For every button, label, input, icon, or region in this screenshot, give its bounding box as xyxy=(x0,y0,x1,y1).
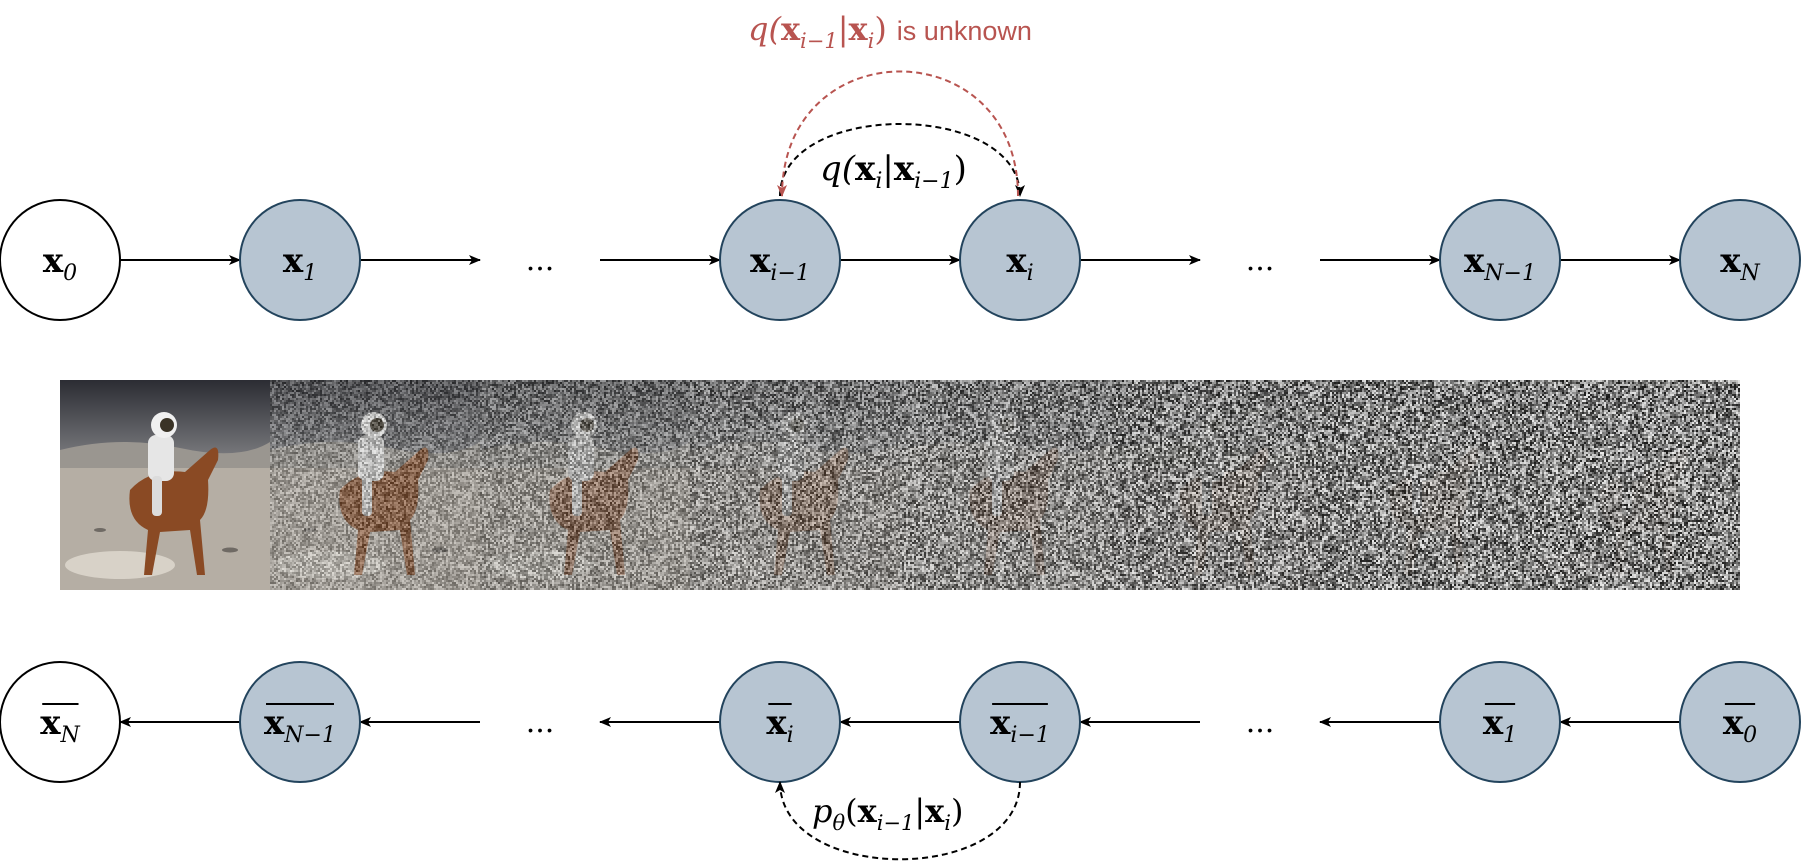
node-label: xN xyxy=(40,703,80,748)
node-label: xN−1 xyxy=(264,703,336,748)
forward_chain-node-fim1: xi−1 xyxy=(719,199,841,321)
node-label: x0 xyxy=(43,241,77,286)
forward_chain-node-fi: xi xyxy=(959,199,1081,321)
node-label: xi xyxy=(766,703,793,748)
unknown-posterior-label: q(xi−1|xi)is unknown xyxy=(748,10,1032,53)
ellipsis-label: ... xyxy=(1246,705,1275,740)
noised-image-step-4 xyxy=(900,380,1110,590)
node-label: x0 xyxy=(1723,703,1757,748)
noise-texture xyxy=(1320,380,1530,590)
node-circle xyxy=(719,199,841,321)
noised-image-step-7 xyxy=(1530,380,1740,590)
reverse_chain-node-rN: xN xyxy=(0,661,121,783)
reverse_chain-node-r0: x0 xyxy=(1679,661,1801,783)
reverse_chain-node-rim1: xi−1 xyxy=(959,661,1081,783)
forward_chain-node-fdots2: ... xyxy=(1246,243,1275,278)
noise-texture xyxy=(1530,380,1740,590)
forward_chain-node-fNm1: xN−1 xyxy=(1439,199,1561,321)
node-circle xyxy=(1679,661,1801,783)
forward_chain-node-f0: x0 xyxy=(0,199,121,321)
forward-kernel-arc xyxy=(779,123,1025,197)
node-circle xyxy=(1439,199,1561,321)
forward-chain: x0 x1... xi−1 xi... xN−1 xN xyxy=(0,199,1801,321)
noised-image-step-6 xyxy=(1320,380,1530,590)
node-circle xyxy=(1679,199,1801,321)
node-label: xN xyxy=(1720,241,1760,286)
noise-texture xyxy=(480,380,690,590)
noised-image-step-0 xyxy=(60,380,270,590)
node-circle xyxy=(0,199,121,321)
node-circle xyxy=(239,199,361,321)
reverse_chain-node-rdots2: ... xyxy=(1246,705,1275,740)
noise-texture xyxy=(900,380,1110,590)
reverse-model-label: pθ(xi−1|xi) xyxy=(812,792,963,835)
reverse-chain: xN xN−1... xi xi−1... x1 x0 xyxy=(0,661,1801,783)
node-circle xyxy=(959,661,1081,783)
node-label: xN−1 xyxy=(1464,241,1536,286)
noise-texture xyxy=(1110,380,1320,590)
node-label: xi−1 xyxy=(750,241,810,286)
forward_chain-node-fN: xN xyxy=(1679,199,1801,321)
unknown-posterior-arc xyxy=(777,70,1019,197)
node-circle xyxy=(239,661,361,783)
reverse_chain-node-ri: xi xyxy=(719,661,841,783)
noised-image-step-1 xyxy=(270,380,480,590)
forward-kernel-label: q(xi|xi−1) xyxy=(820,149,967,194)
ellipsis-label: ... xyxy=(526,243,555,278)
forward_chain-node-fdots1: ... xyxy=(526,243,555,278)
noised-image-step-5 xyxy=(1110,380,1320,590)
node-circle xyxy=(0,661,121,783)
ellipsis-label: ... xyxy=(1246,243,1275,278)
noising-image-strip xyxy=(60,380,1740,590)
ellipsis-label: ... xyxy=(526,705,555,740)
noise-texture xyxy=(690,380,900,590)
node-circle xyxy=(1439,661,1561,783)
reverse_chain-node-rdots1: ... xyxy=(526,705,555,740)
noised-image-step-2 xyxy=(480,380,690,590)
reverse_chain-node-r1: x1 xyxy=(1439,661,1561,783)
reverse_chain-node-rNm1: xN−1 xyxy=(239,661,361,783)
node-label: xi xyxy=(1006,241,1033,286)
noised-image-step-3 xyxy=(690,380,900,590)
node-label: x1 xyxy=(1483,703,1517,748)
forward_chain-node-f1: x1 xyxy=(239,199,361,321)
node-circle xyxy=(959,199,1081,321)
node-label: x1 xyxy=(283,241,317,286)
node-label: xi−1 xyxy=(990,703,1050,748)
noise-texture xyxy=(270,380,480,590)
